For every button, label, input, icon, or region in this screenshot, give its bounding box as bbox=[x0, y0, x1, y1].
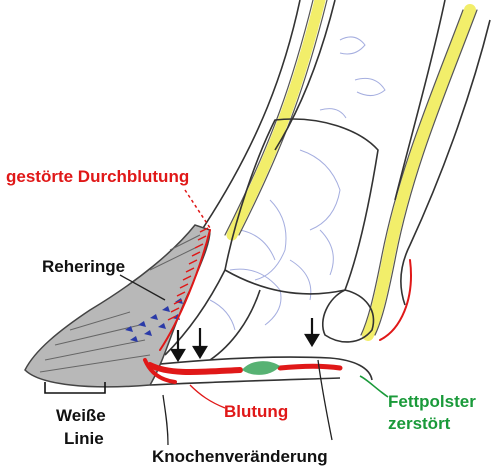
label-reheringe: Reheringe bbox=[42, 256, 125, 277]
bone-change-arrows bbox=[172, 318, 318, 360]
label-fettpolster: Fettpolster bbox=[388, 391, 476, 412]
label-blutung: Blutung bbox=[224, 401, 288, 422]
label-knochenveraenderung: Knochenveränderung bbox=[152, 446, 328, 467]
fat-pad bbox=[242, 361, 280, 375]
label-weisse: Weiße bbox=[56, 405, 106, 426]
leg-outline bbox=[150, 0, 490, 385]
label-zerstoert: zerstört bbox=[388, 413, 450, 434]
fat-pad-leader bbox=[360, 376, 388, 397]
tendons bbox=[225, 0, 477, 335]
label-linie: Linie bbox=[64, 428, 104, 449]
label-gestoerte-durchblutung: gestörte Durchblutung bbox=[6, 166, 189, 187]
